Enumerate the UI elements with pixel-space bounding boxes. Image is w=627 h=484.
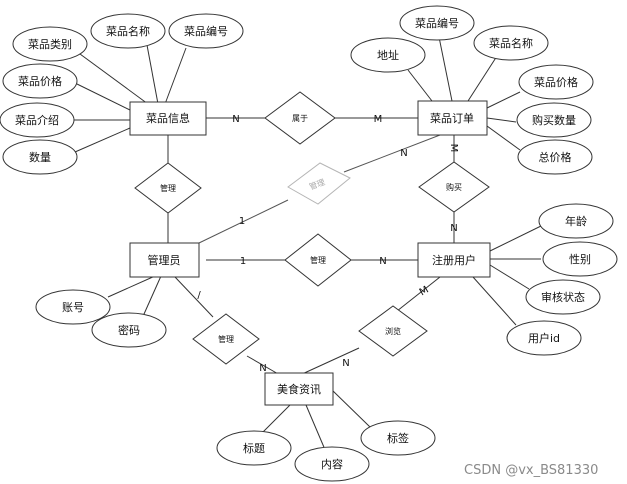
relation-user-news-label: 浏览 [385, 326, 401, 336]
entity-admin-label: 管理员 [148, 253, 181, 267]
attr-dish-name-label: 菜品名称 [106, 24, 150, 38]
card-user-news-news: N [342, 358, 349, 369]
relation-admin-order: 管理 [287, 162, 351, 205]
relation-user-order: 购买 [418, 161, 490, 213]
attr-news-content-label: 内容 [321, 457, 343, 471]
relation-user-order-label: 购买 [446, 182, 462, 192]
attr-user-review-status-label: 审核状态 [541, 290, 585, 304]
attr-dish-price-label: 菜品价格 [18, 74, 62, 88]
attr-order-buy-qty: 购买数量 [516, 102, 592, 138]
entity-dish-order: 菜品订单 [417, 100, 488, 136]
attr-order-dish-id: 菜品编号 [399, 5, 475, 41]
attr-news-tag-label: 标签 [387, 431, 409, 445]
card-admin-news-admin: / [197, 290, 201, 301]
attr-order-address-label: 地址 [377, 48, 399, 62]
attr-dish-intro-label: 菜品介绍 [15, 113, 59, 127]
card-order-user-order: M [448, 144, 459, 153]
attr-news-content: 内容 [294, 446, 370, 482]
attr-order-dish-name-label: 菜品名称 [489, 36, 533, 50]
card-admin-user-admin: 1 [240, 256, 246, 267]
attr-dish-qty: 数量 [2, 139, 78, 175]
attr-dish-price: 菜品价格 [2, 63, 78, 99]
attr-admin-password-label: 密码 [118, 323, 140, 337]
attr-dish-name: 菜品名称 [90, 13, 166, 49]
attr-dish-category-label: 菜品类别 [28, 37, 72, 51]
entity-user-label: 注册用户 [432, 253, 476, 267]
relation-admin-dish-label: 管理 [160, 183, 176, 193]
entity-food-news: 美食资讯 [264, 372, 334, 406]
relation-user-news: 浏览 [358, 305, 428, 357]
attr-dish-category: 菜品类别 [12, 26, 88, 62]
entity-food-news-label: 美食资讯 [277, 382, 321, 396]
attr-user-age-label: 年龄 [565, 214, 587, 228]
entity-user: 注册用户 [417, 242, 491, 278]
attr-user-id-label: 用户id [528, 331, 560, 345]
attr-admin-account: 账号 [35, 289, 111, 325]
entity-admin: 管理员 [129, 242, 200, 278]
card-admin-news-news: N [259, 363, 266, 374]
attr-admin-password: 密码 [91, 312, 167, 348]
attr-admin-account-label: 账号 [62, 301, 84, 314]
attr-news-title-label: 标题 [243, 441, 265, 455]
watermark: CSDN @vx_BS81330 [464, 463, 598, 478]
relation-admin-news-label: 管理 [218, 334, 234, 344]
attr-order-dish-name: 菜品名称 [473, 25, 549, 61]
attr-dish-qty-label: 数量 [29, 151, 51, 164]
attr-user-gender: 性别 [542, 241, 618, 277]
card-admin-order-order: N [400, 148, 407, 159]
attr-news-tag: 标签 [360, 420, 436, 456]
attr-order-buy-qty-label: 购买数量 [532, 113, 576, 127]
attr-news-title: 标题 [216, 430, 292, 466]
card-user-news-user: M [418, 285, 431, 299]
attr-user-id: 用户id [506, 320, 582, 356]
card-rel-order: M [374, 114, 383, 125]
card-order-user-user: N [450, 223, 457, 234]
relation-dish-order-label: 属于 [292, 114, 308, 123]
attr-dish-intro: 菜品介绍 [0, 102, 75, 138]
attr-order-address: 地址 [350, 37, 426, 73]
relation-admin-user-label: 管理 [310, 255, 326, 265]
relation-admin-news: 管理 [192, 313, 260, 365]
attr-order-total-label: 总价格 [539, 150, 572, 164]
relation-admin-dish: 管理 [134, 162, 202, 214]
card-dish-rel: N [232, 114, 239, 125]
entity-dish-order-label: 菜品订单 [430, 112, 474, 125]
relation-admin-user: 管理 [284, 233, 352, 287]
attr-dish-id: 菜品编号 [168, 13, 244, 49]
relation-dish-order: 属于 [264, 91, 336, 145]
card-admin-user-user: N [379, 256, 386, 267]
attr-order-price: 菜品价格 [518, 64, 594, 100]
connector-lines [73, 36, 542, 453]
attr-user-review-status: 审核状态 [525, 279, 601, 315]
entity-dish-info-label: 菜品信息 [146, 111, 190, 125]
entity-dish-info: 菜品信息 [129, 101, 207, 136]
attr-user-age: 年龄 [538, 203, 614, 239]
attr-dish-id-label: 菜品编号 [184, 24, 228, 38]
attr-order-dish-id-label: 菜品编号 [415, 16, 459, 30]
attr-order-price-label: 菜品价格 [534, 75, 578, 89]
card-admin-order-admin: 1 [239, 216, 245, 227]
attr-user-gender-label: 性别 [569, 252, 591, 266]
attr-order-total: 总价格 [517, 139, 593, 175]
